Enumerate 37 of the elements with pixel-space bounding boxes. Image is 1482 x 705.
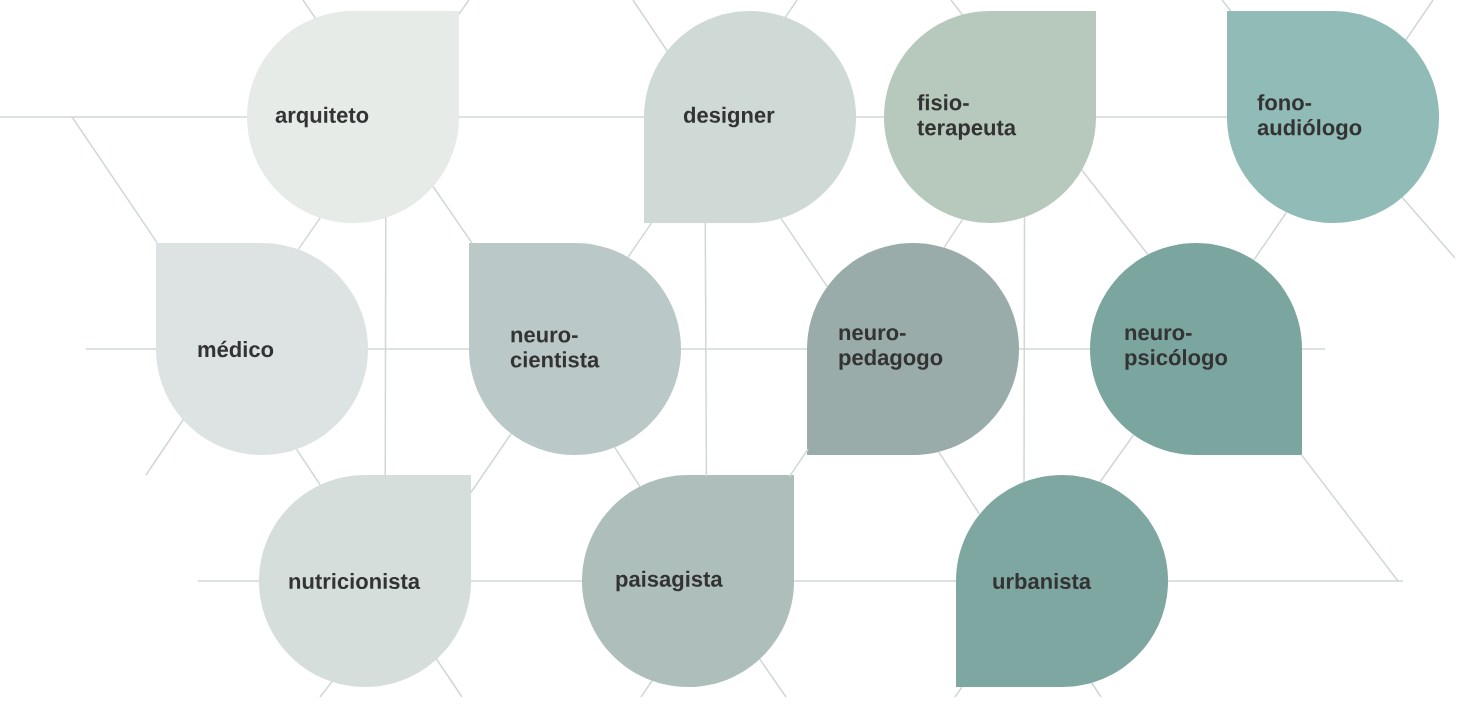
connector-line <box>297 217 321 251</box>
connector-line <box>1253 211 1288 261</box>
label-bubble: médico <box>156 243 368 455</box>
connector-line <box>1023 216 1026 483</box>
label-bubble: fono- audiólogo <box>1227 11 1439 223</box>
label-bubble: paisagista <box>582 475 794 687</box>
connector-line <box>613 446 641 488</box>
connector-line <box>1095 116 1228 118</box>
connector-line <box>1018 348 1091 350</box>
connector-line <box>680 348 808 350</box>
connector-line <box>780 217 828 288</box>
label-bubble: neuro- cientista <box>469 243 681 455</box>
connector-line <box>1167 453 1400 582</box>
label-bubble: urbanista <box>956 475 1168 687</box>
connector-line <box>470 580 583 582</box>
connector-line <box>937 451 981 516</box>
connector-line <box>469 432 512 494</box>
connector-line <box>704 220 708 478</box>
label-bubble: arquiteto <box>247 11 459 223</box>
label-bubble: fisio- terapeuta <box>884 11 1096 223</box>
connector-line <box>1099 434 1135 483</box>
connector-line <box>70 116 248 244</box>
connector-line <box>432 185 474 245</box>
label-bubble: neuro- psicólogo <box>1090 243 1302 455</box>
connector-line <box>855 116 885 118</box>
label-bubble: designer <box>644 11 856 223</box>
connector-line <box>367 348 470 350</box>
connector-line <box>1081 169 1149 256</box>
connector-line <box>295 448 321 486</box>
label-bubble: nutricionista <box>259 475 471 687</box>
connector-line <box>793 580 957 582</box>
connector-line <box>627 221 653 258</box>
connector-line <box>384 217 387 478</box>
connector-line <box>458 116 645 118</box>
connector-line <box>788 448 809 478</box>
label-bubble: neuro- pedagogo <box>807 243 1019 455</box>
connector-line <box>943 218 964 249</box>
